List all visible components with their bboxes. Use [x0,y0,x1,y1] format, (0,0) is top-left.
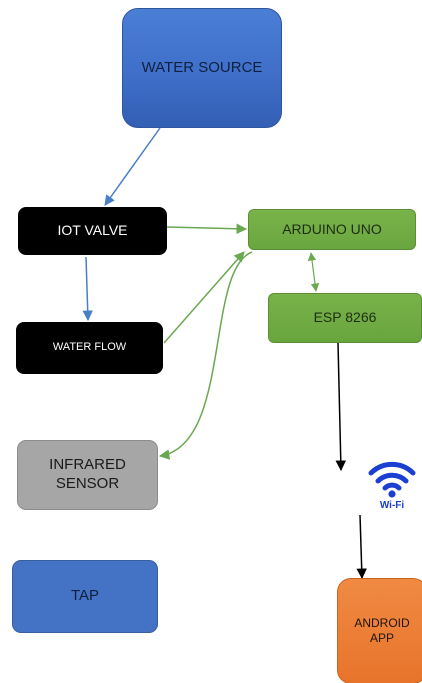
edge-iot-valve-to-water-flow [82,256,93,322]
node-water-flow: WATER FLOW [16,322,163,374]
node-label: TAP [70,587,100,605]
node-esp8266: ESP 8266 [268,293,422,343]
edge-wifi-to-android [356,514,367,580]
edge-iot-valve-to-arduino [166,223,248,235]
wifi-icon: Wi-Fi [367,457,417,515]
node-label: WATER SOURCE [141,58,263,76]
node-label-line-2: APP [369,631,394,645]
node-water-source: WATER SOURCE [122,8,282,128]
wifi-label: Wi-Fi [379,500,405,511]
node-android-app: ANDROID APP [337,578,422,683]
edge-arduino-esp-bidirectional [307,252,320,292]
edge-water-source-to-iot-valve [104,127,161,206]
node-label: WATER FLOW [52,341,127,354]
edge-water-flow-to-arduino [163,251,245,344]
node-label: ESP 8266 [313,309,377,326]
wifi-icon-graphic [368,461,416,498]
node-label-line-2: SENSOR [55,475,120,492]
node-label-line-1: INFRARED [49,456,126,474]
node-iot-valve: IOT VALVE [18,207,167,255]
edge-esp-to-wifi [335,342,347,472]
edge-arduino-to-infrared [158,251,253,460]
node-infrared-sensor: INFRARED SENSOR [17,440,158,510]
node-label-line-1: ANDROID [354,616,410,630]
node-label: ARDUINO UNO [282,220,382,237]
node-label: IOT VALVE [57,222,128,239]
node-tap: TAP [12,560,158,633]
node-arduino-uno: ARDUINO UNO [248,209,416,250]
